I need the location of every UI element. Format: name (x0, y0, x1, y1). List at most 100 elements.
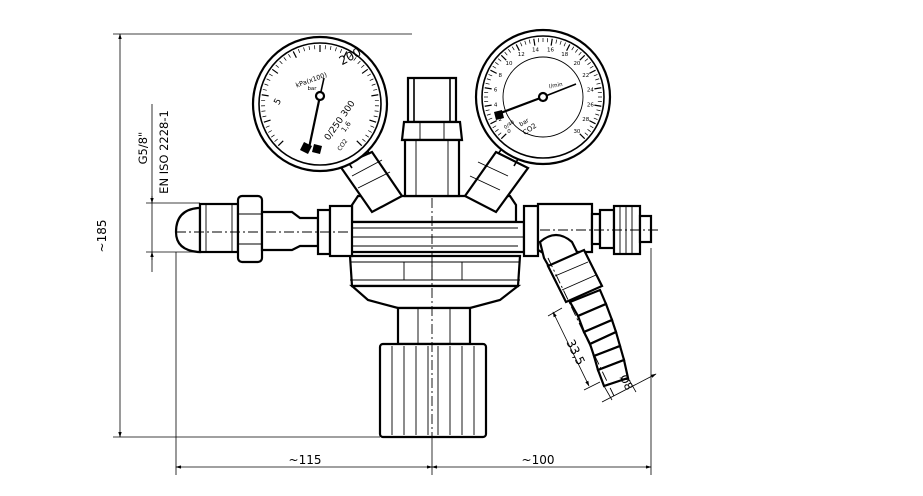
gauge-tick (373, 88, 378, 91)
gauge-tick (365, 134, 369, 138)
gauge-tick (596, 82, 601, 85)
gauge-tick (370, 125, 375, 128)
right-width-label: ~100 (522, 453, 555, 467)
gauge-tick (587, 129, 591, 132)
gauge-tick (589, 120, 596, 125)
gauge-tick (361, 64, 365, 68)
gauge-tick (485, 82, 490, 85)
inlet-connection (174, 194, 354, 264)
gauge-tick (524, 40, 527, 45)
gauge-tick (263, 119, 271, 123)
inlet-thread-dimension: G5/8" EN ISO 2228-1 (136, 104, 200, 272)
gauge-tick (508, 49, 511, 53)
gauge-tick (504, 51, 508, 56)
gauge-tick (335, 47, 337, 52)
gauge-tick (486, 78, 491, 81)
gauge-tick (269, 73, 273, 77)
gauge-tick (283, 57, 287, 61)
gauge-tick (584, 132, 589, 136)
hose-fitting (538, 233, 630, 397)
gauge-tick (303, 47, 305, 52)
right-gauge-tick-label: 28 (582, 117, 589, 123)
gauge-tick (271, 68, 279, 74)
gauge-tick (371, 94, 379, 97)
gauge-tick (373, 115, 378, 118)
right-gauge-tick-label: 12 (518, 52, 525, 58)
height-dimension-label: ~185 (95, 220, 109, 253)
gauge-tick (261, 94, 269, 97)
gauge-tick (490, 120, 497, 125)
gauge-tick (528, 39, 531, 44)
gauge-tick (579, 133, 586, 140)
gauge-tick (308, 45, 311, 51)
gauge-tick (374, 110, 379, 112)
gauge-tick (279, 60, 283, 65)
gauge-tick (329, 45, 332, 51)
gauge-tick (266, 78, 271, 81)
gauge-tick (288, 53, 291, 58)
inlet-standard-label: EN ISO 2228-1 (157, 110, 171, 194)
gauge-tick (343, 51, 348, 58)
gauge-tick (511, 46, 515, 51)
gauge-tick (584, 58, 589, 62)
gauge-tick (275, 64, 279, 68)
gauge-tick (500, 54, 507, 61)
gauge-tick (515, 44, 520, 51)
gauge-tick (533, 38, 536, 46)
gauge-tick (339, 49, 343, 53)
hose-diameter-label: Ø8 (617, 373, 636, 393)
gauge-tick (497, 58, 502, 62)
gauge-tick (486, 113, 491, 116)
right-gauge-tick-label: 16 (547, 48, 554, 54)
right-gauge-tick-label: 20 (573, 61, 580, 67)
gauge-tick (261, 110, 266, 112)
gauge-tick (555, 39, 558, 44)
gauge-tick (484, 104, 492, 107)
gauge-tick (367, 73, 371, 77)
left-gauge-label-bar: bar (307, 86, 317, 92)
gauge-tick (262, 88, 267, 91)
right-gauge-tick-label: 18 (561, 52, 568, 58)
width-dimensions: ~115 ~100 (175, 248, 652, 475)
right-gauge-tick-label: 24 (587, 87, 594, 93)
gauge-tick (497, 132, 502, 136)
gauge-tick (357, 60, 361, 65)
gauge-tick (277, 140, 284, 147)
gauge-tick (566, 44, 571, 51)
right-gauge-label-inner: l/min (549, 82, 564, 90)
gauge-tick (492, 65, 497, 69)
right-gauge-tick-label: 2 (498, 117, 502, 123)
right-gauge-tick-label: 0 (507, 129, 511, 135)
gauge-tick (579, 54, 586, 61)
right-gauge-tick-label: 6 (494, 87, 498, 93)
right-gauge-label-note: 0/40 (503, 120, 516, 131)
gauge-tick (488, 74, 493, 77)
gauge-tick (589, 65, 594, 69)
gauge-tick (595, 78, 600, 81)
cylinder-pressure-gauge: 200 kPa(x100) bar 5 0/250 300 1,6 CO2 (251, 35, 389, 173)
gauge-tick (362, 138, 366, 142)
hose-length-label: 33,5 (563, 337, 587, 367)
gauge-tick (520, 42, 523, 47)
left-gauge-label-side: 5 (273, 97, 285, 107)
gauge-tick (550, 38, 553, 46)
gauge-tick (495, 129, 499, 132)
right-gauge-tick-label: 26 (587, 103, 594, 109)
gauge-tick (495, 62, 499, 65)
gauge-tick (361, 68, 369, 74)
gauge-tick (571, 46, 575, 51)
gauge-tick (349, 53, 352, 58)
right-gauge-tick-label: 10 (506, 61, 513, 67)
relief-valve-column (400, 76, 464, 198)
right-gauge-tick-label: 4 (494, 103, 498, 109)
left-width-label: ~115 (289, 453, 322, 467)
right-gauge-label-unit: bar (518, 117, 531, 128)
right-gauge-tick-label: 14 (532, 48, 539, 54)
gauge-tick (271, 134, 275, 138)
gauge-tick (578, 51, 582, 56)
gauge-tick (559, 40, 562, 45)
gauge-tick (596, 109, 601, 112)
gauge-tick (587, 62, 591, 65)
